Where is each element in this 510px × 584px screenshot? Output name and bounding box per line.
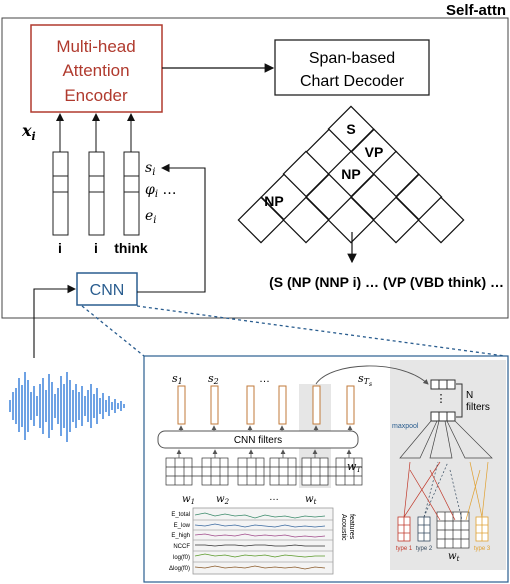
audio-waveform [9,372,125,442]
cnn-detail-inset: s1 s2 … sTs CNN filters wT w1 w2 … wt [143,355,509,583]
output-vectors [177,385,355,425]
filter-to-output-arrow [315,365,429,385]
cnn-filters-label: CNN filters [234,435,282,446]
feature-elow: E_low [174,523,191,529]
outer-frame [1,17,509,319]
grid-to-filter-arrows [176,425,353,458]
n-filters-label-1: N [466,390,473,401]
cnn-filters-bar [157,430,359,449]
filter-stack [430,379,456,422]
type-connections [403,461,489,521]
chart-cell-np-2: NP [264,193,283,209]
feature-traces [192,507,334,575]
vector-label-e: ei [145,208,157,226]
type-1-label: type 1 [396,546,413,552]
audio-to-cnn-arrow [33,284,77,358]
filter-dots: ⋮ [436,393,447,405]
wt-label: wt [448,551,460,563]
vector-2 [88,151,105,236]
feature-nccf: NCCF [173,544,190,550]
vector-label-phi: φi … [145,182,176,200]
acoustic-label-1: Acoustic [340,514,347,541]
input-vectors [52,113,140,236]
word-3: think [114,240,148,256]
pooling-lines [399,420,493,459]
window-grids [165,457,363,486]
feature-dlogf0: Δlog(f0) [169,566,190,572]
feature-ehigh: E_high [171,533,190,539]
encoder-box: Multi-head Attention Encoder [30,24,163,113]
feature-etotal: E_total [171,512,190,518]
type-3-label: type 3 [474,546,491,552]
feature-logf0: log(f0) [173,555,190,561]
chart-cell-s: S [346,121,355,137]
maxpool-label: maxpool [392,423,419,430]
window-ellipsis: … [269,492,279,503]
x-label: 𝒙i [21,121,36,143]
word-1: i [58,240,62,256]
encoder-line-2: Attention [62,61,129,80]
zoom-line-right [136,305,506,357]
cnn-to-vector-arrow [137,163,206,293]
window-wt: wt [305,494,317,506]
decoder-box: Span-based Chart Decoder [274,39,430,96]
vector-1 [52,151,69,236]
wt-grid [436,511,470,549]
zoom-line-left [81,305,145,357]
span-chart [237,105,465,244]
vector-label-s: si [145,160,155,178]
corner-label: Self-attn [446,2,506,19]
decoder-line-1: Span-based [309,50,395,67]
output-s1: s1 [172,372,183,386]
type-filters [397,516,489,542]
cnn-box: CNN [76,272,138,306]
type-2-label: type 2 [416,546,433,552]
encoder-line-3: Encoder [64,86,128,105]
parse-output: (S (NP (NNP i) … (VP (VBD think) … [269,274,504,290]
word-2: i [94,240,98,256]
cnn-label: CNN [90,282,125,299]
decoder-line-2: Chart Decoder [300,73,405,90]
vector-3 [123,151,140,236]
output-s2: s2 [208,372,219,386]
acoustic-label-2: features [348,514,355,540]
n-filters-label-2: filters [466,402,490,413]
chart-cell-np-1: NP [341,166,360,182]
chart-cell-vp: VP [365,144,384,160]
encoder-line-1: Multi-head [56,37,135,56]
output-ellipsis: … [259,373,270,385]
